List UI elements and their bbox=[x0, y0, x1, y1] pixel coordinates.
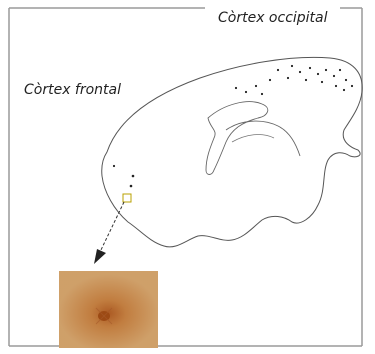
occipital-dots bbox=[235, 65, 353, 95]
inset-stain bbox=[59, 271, 158, 348]
inner-contour bbox=[206, 102, 268, 175]
arrow-down-left-icon bbox=[94, 202, 124, 264]
dot bbox=[317, 73, 319, 75]
dot bbox=[235, 87, 237, 89]
dot bbox=[321, 81, 323, 83]
dot bbox=[299, 71, 301, 73]
dot bbox=[287, 77, 289, 79]
dot bbox=[130, 185, 133, 188]
dot bbox=[113, 165, 115, 167]
dot bbox=[305, 79, 307, 81]
arrow-head bbox=[94, 249, 106, 264]
highlight-box bbox=[123, 194, 131, 202]
dot bbox=[343, 89, 345, 91]
dot bbox=[335, 85, 337, 87]
dot bbox=[351, 85, 353, 87]
dot bbox=[309, 67, 311, 69]
dot bbox=[291, 65, 293, 67]
dot bbox=[132, 175, 135, 178]
dot bbox=[339, 69, 341, 71]
dot bbox=[345, 79, 347, 81]
arrow-line bbox=[100, 202, 124, 252]
dot bbox=[333, 75, 335, 77]
inner-contour-2 bbox=[226, 121, 300, 156]
dot bbox=[277, 69, 279, 71]
dot bbox=[269, 79, 271, 81]
inset-micrograph bbox=[59, 271, 158, 348]
dot bbox=[261, 93, 263, 95]
frontal-cortex-label: Còrtex frontal bbox=[24, 82, 121, 98]
occipital-cortex-label: Còrtex occipital bbox=[218, 10, 328, 26]
dot bbox=[245, 91, 247, 93]
frontal-dots bbox=[113, 165, 134, 187]
inner-contour-3 bbox=[232, 135, 274, 142]
dot bbox=[255, 85, 257, 87]
dot bbox=[325, 69, 327, 71]
brain-section-outline bbox=[102, 57, 362, 247]
